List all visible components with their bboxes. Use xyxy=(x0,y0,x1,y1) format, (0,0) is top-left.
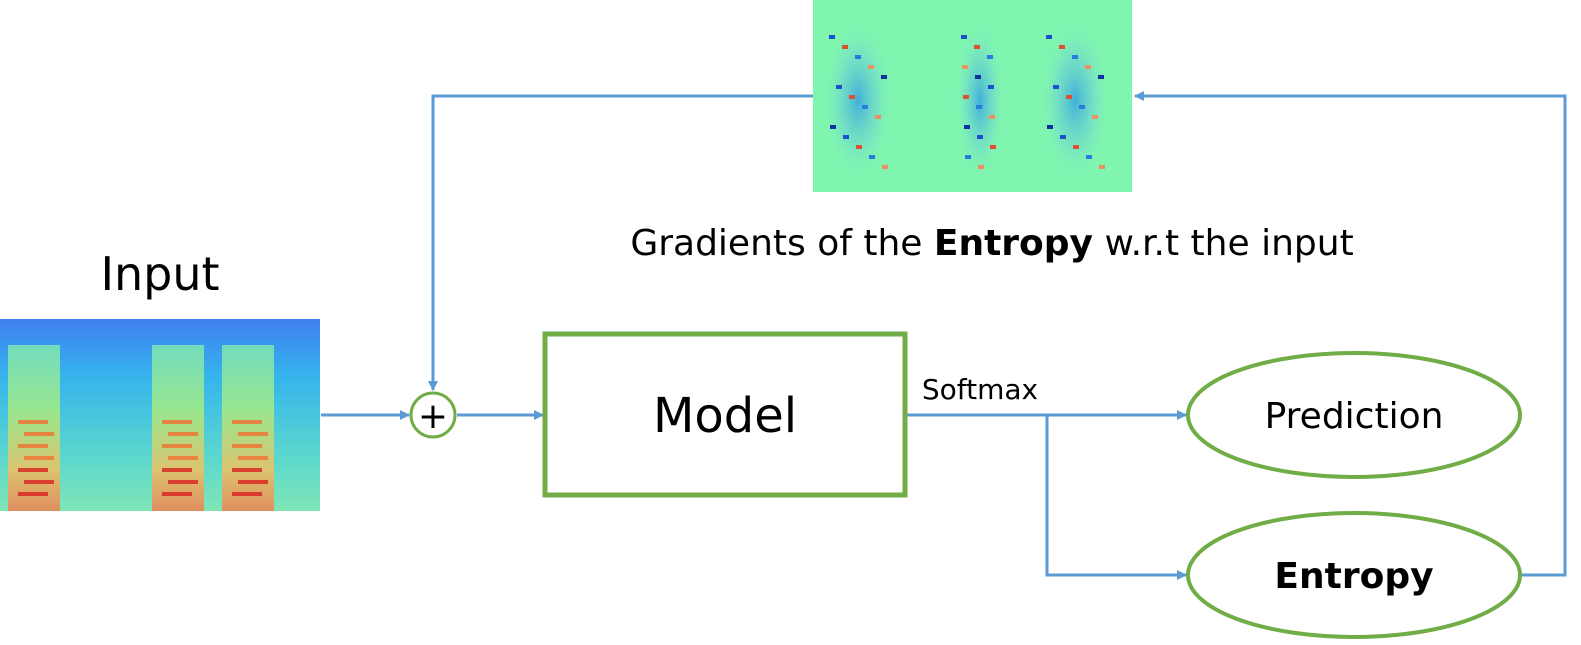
spectrogram-band xyxy=(8,345,60,511)
spectrogram-harmonic xyxy=(232,444,262,448)
gradient-speckle xyxy=(882,165,888,169)
spectrogram-harmonic xyxy=(238,432,268,436)
gradient-speckle xyxy=(989,115,995,119)
spectrogram-harmonic xyxy=(168,456,198,460)
spectrogram-harmonic xyxy=(24,456,54,460)
gradient-speckle xyxy=(1079,105,1085,109)
gradient-speckle xyxy=(1060,135,1066,139)
gradient-speckle xyxy=(976,105,982,109)
spectrogram-harmonic xyxy=(162,420,192,424)
spectrogram-harmonic xyxy=(232,468,262,472)
arrow-branch-to-entropy xyxy=(1045,415,1187,580)
gradient-speckle xyxy=(849,95,855,99)
spectrogram-harmonic xyxy=(232,420,262,424)
gradient-speckle xyxy=(1086,155,1092,159)
arrow-entropy-to-gradient xyxy=(1134,91,1567,577)
gradient-speckle xyxy=(1059,45,1065,49)
gradient-speckle xyxy=(1085,65,1091,69)
spectrogram-harmonic xyxy=(24,480,54,484)
gradient-speckle xyxy=(974,45,980,49)
gradient-speckle xyxy=(829,35,835,39)
sum-node: + xyxy=(409,391,457,439)
arrow-gradient-to-sum xyxy=(428,94,813,391)
gradient-speckle xyxy=(868,65,874,69)
gradient-speckle xyxy=(1053,85,1059,89)
spectrogram-harmonic xyxy=(162,444,192,448)
gradient-speckle xyxy=(988,85,994,89)
prediction-label: Prediction xyxy=(1265,396,1444,437)
spectrogram-harmonic xyxy=(232,492,262,496)
gradient-speckle xyxy=(843,135,849,139)
gradient-speckle xyxy=(830,125,836,129)
gradient-speckle xyxy=(962,65,968,69)
model-box: Model xyxy=(542,331,908,498)
gradient-speckle xyxy=(862,105,868,109)
spectrogram-band xyxy=(152,345,204,511)
input-title: Input xyxy=(100,247,219,301)
softmax-label: Softmax xyxy=(922,373,1038,406)
gradient-speckle xyxy=(1072,55,1078,59)
spectrogram-harmonic xyxy=(162,492,192,496)
entropy-label: Entropy xyxy=(1274,556,1433,597)
input-spectrogram-image xyxy=(0,319,320,511)
spectrogram-harmonic xyxy=(162,468,192,472)
gradient-speckle xyxy=(842,45,848,49)
spectrogram-harmonic xyxy=(24,432,54,436)
gradient-speckle xyxy=(1092,115,1098,119)
model-label: Model xyxy=(653,388,797,444)
gradient-speckle xyxy=(869,155,875,159)
spectrogram-harmonic xyxy=(18,420,48,424)
spectrogram-harmonic xyxy=(18,468,48,472)
gradient-blob xyxy=(1040,20,1110,180)
spectrogram-harmonic xyxy=(168,432,198,436)
spectrogram-harmonic xyxy=(18,444,48,448)
gradient-speckle xyxy=(1073,145,1079,149)
gradient-speckle xyxy=(990,145,996,149)
gradient-speckle xyxy=(965,155,971,159)
gradient-speckle xyxy=(856,145,862,149)
gradient-speckle xyxy=(987,55,993,59)
gradient-blob xyxy=(823,20,893,180)
spectrogram-harmonic xyxy=(18,492,48,496)
gradient-speckle xyxy=(1066,95,1072,99)
gradient-speckle xyxy=(1046,35,1052,39)
gradient-speckle xyxy=(1098,75,1104,79)
prediction-node: Prediction xyxy=(1186,351,1522,479)
gradient-speckle xyxy=(836,85,842,89)
entropy-node: Entropy xyxy=(1186,511,1522,639)
gradient-speckle xyxy=(961,35,967,39)
plus-icon: + xyxy=(418,396,448,437)
gradient-speckle xyxy=(963,95,969,99)
spectrogram-band xyxy=(222,345,274,511)
spectrogram-harmonic xyxy=(168,480,198,484)
spectrogram-harmonic xyxy=(238,456,268,460)
gradient-speckle xyxy=(875,115,881,119)
gradient-speckle xyxy=(964,125,970,129)
gradient-speckle xyxy=(881,75,887,79)
gradient-speckle xyxy=(855,55,861,59)
connectors xyxy=(321,91,1567,580)
gradient-speckle xyxy=(978,165,984,169)
gradient-speckle xyxy=(1099,165,1105,169)
gradient-blob xyxy=(955,20,1005,180)
gradient-speckle xyxy=(977,135,983,139)
gradient-image xyxy=(813,0,1132,192)
spectrogram-harmonic xyxy=(238,480,268,484)
gradient-speckle xyxy=(975,75,981,79)
gradient-speckle xyxy=(1047,125,1053,129)
gradients-caption: Gradients of the Entropy w.r.t the input xyxy=(630,223,1353,264)
